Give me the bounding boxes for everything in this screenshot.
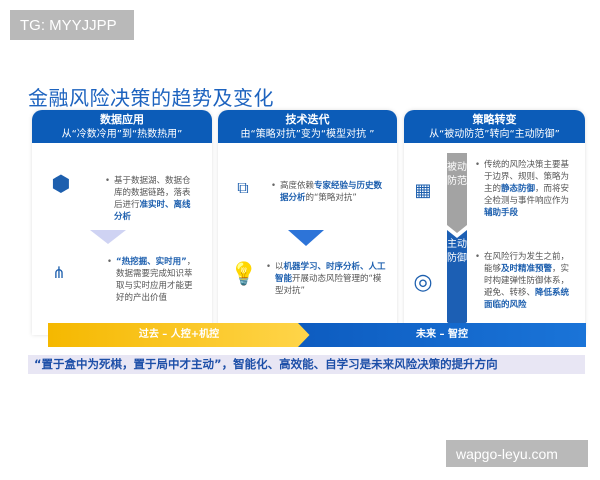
- list-item: 基于数据湖、数据仓库的数据链路，落表后进行准实时、离线分析: [105, 175, 194, 223]
- highlight-text: 专家经验与历史数据分析: [280, 181, 383, 203]
- down-arrow-icon: [288, 230, 324, 246]
- highlight-text: 及时精准预警: [501, 264, 553, 274]
- firewall-icon: ▦: [414, 180, 432, 201]
- page-title: 金融风险决策的趋势及变化: [28, 86, 274, 110]
- body-text: ，数据需要完成知识萃取与实时应用才能更好的产出价值: [116, 257, 196, 303]
- body-text: ，而将安全检测与事件响应作为: [484, 184, 570, 206]
- body-text: ，实时构建弹性防御体系，避免、转移、: [484, 264, 570, 298]
- card-heading: 数据应用: [100, 113, 144, 126]
- list-item: “热挖掘、实时用”，数据需要完成知识萃取与实时应用才能更好的产出价值: [107, 256, 200, 304]
- list-item: 高度依赖专家经验与历史数据分析的“策略对抗”: [271, 180, 388, 204]
- highlight-text: “热挖掘、实时用”: [116, 257, 187, 267]
- card-header: 策略转变从“被动防范”转向“主动防御”: [404, 110, 585, 143]
- body-text: 传统的风险决策主要基于边界、规则、策略为主的: [484, 160, 570, 194]
- highlight-text: 降低系统面临的风险: [484, 288, 570, 310]
- highlight-text: 准实时、离线分析: [114, 200, 191, 222]
- highlight-text: 机器学习、时序分析、人工智能: [275, 262, 386, 284]
- label-passive: 被动防范: [447, 153, 467, 233]
- card-header: 数据应用从“冷数冷用”到“热数热用”: [32, 110, 212, 143]
- card-subheading: 从“被动防范”转向“主动防御”: [429, 129, 560, 140]
- flowchart-icon: ⧉: [237, 178, 249, 197]
- body-text: 的“策略对抗”: [305, 193, 357, 203]
- body-text: 在风险行为发生之前，能够: [484, 252, 570, 274]
- watermark-top-left: TG: MYYJJPP: [10, 10, 134, 40]
- card-heading: 技术迭代: [285, 113, 330, 126]
- card-subheading: 从“冷数冷用”到“热数热用”: [61, 129, 183, 140]
- cubes-check-icon: ⬢: [51, 172, 71, 197]
- watermark-bottom-right: wapgo-leyu.com: [446, 440, 588, 467]
- highlight-text: 辅助手段: [484, 208, 519, 218]
- card-header: 技术迭代由“策略对抗”变为“模型对抗 ”: [218, 110, 397, 143]
- body-text: 开展动态风险管理的“模型对抗”: [275, 274, 382, 296]
- body-text: 以: [275, 262, 284, 272]
- radar-icon: ◎: [413, 270, 433, 295]
- body-text: 高度依赖: [280, 181, 315, 191]
- lightbulb-gear-icon: 💡: [230, 262, 258, 287]
- conclusion-sentence: “置于盒中为死棋，置于局中才主动”，智能化、高效能、自学习是未来风险决策的提升方…: [28, 355, 585, 374]
- card-subheading: 由“策略对抗”变为“模型对抗 ”: [240, 129, 375, 140]
- body-text: 基于数据湖、数据仓库的数据链路，落表后进行: [114, 176, 191, 210]
- timeline-past: 过去 – 人控+机控: [48, 323, 310, 347]
- list-item: 以机器学习、时序分析、人工智能开展动态风险管理的“模型对抗”: [266, 261, 387, 297]
- highlight-text: 静态防御: [501, 184, 536, 194]
- card-heading: 策略转变: [472, 113, 517, 126]
- timeline-future: 未来 – 智控: [298, 323, 586, 347]
- list-item: 在风险行为发生之前，能够及时精准预警，实时构建弹性防御体系，避免、转移、降低系统…: [475, 251, 570, 311]
- down-arrow-icon: [90, 230, 126, 244]
- circuit-chart-icon: ⋔: [52, 263, 66, 282]
- list-item: 传统的风险决策主要基于边界、规则、策略为主的静态防御，而将安全检测与事件响应作为…: [475, 159, 570, 219]
- label-active: 主动防御: [447, 230, 467, 330]
